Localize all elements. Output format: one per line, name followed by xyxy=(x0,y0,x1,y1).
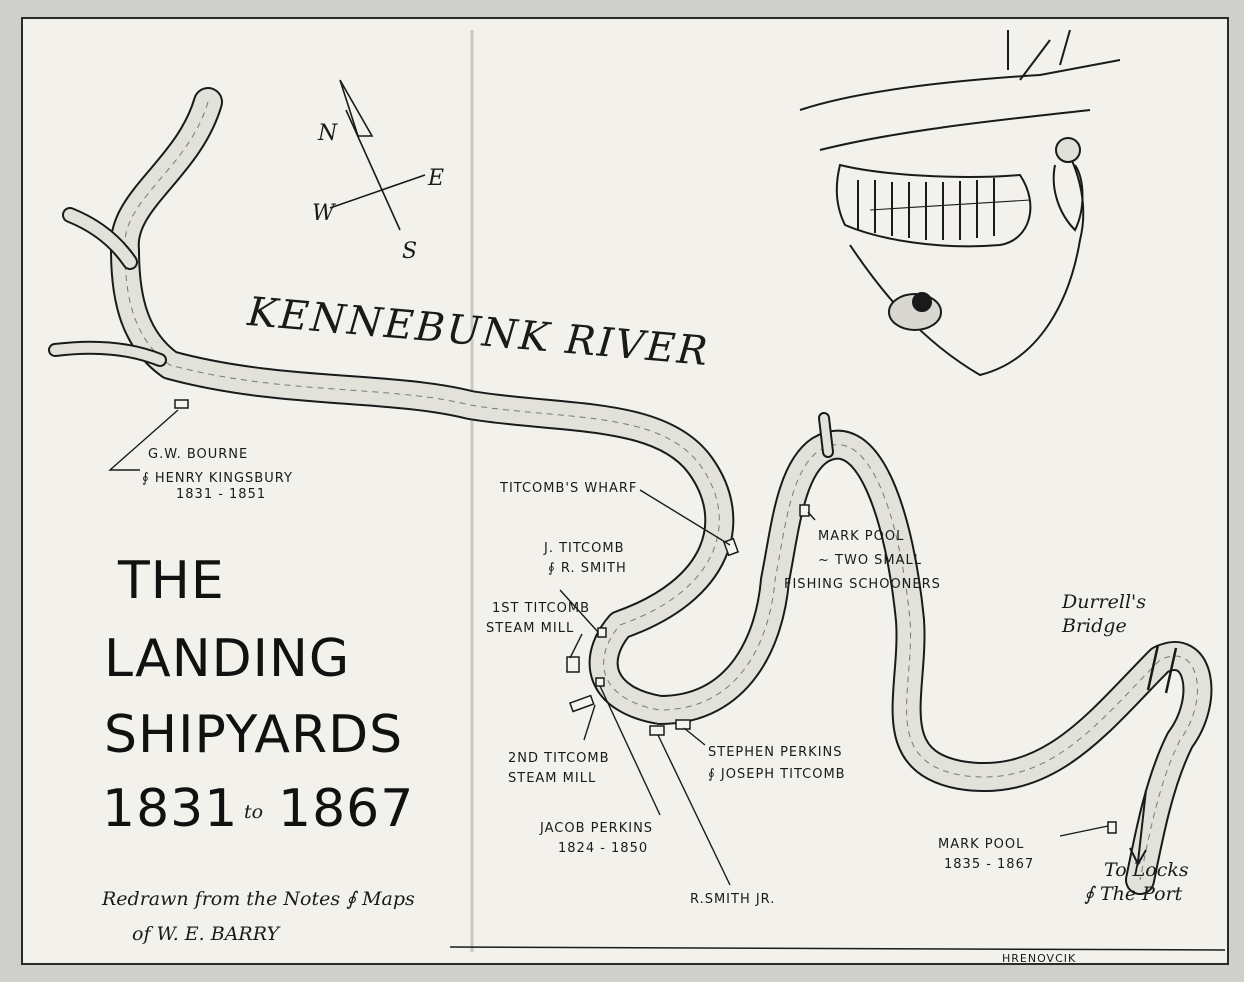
label-mill1-2: STEAM MILL xyxy=(486,621,574,636)
yard-mill1 xyxy=(566,656,580,673)
label-mill1-1: 1ST TITCOMB xyxy=(492,601,590,616)
label-bourne-3: 1831 - 1851 xyxy=(176,487,266,502)
label-mark-pool-1-2: ~ TWO SMALL xyxy=(818,553,922,568)
map-title: THE LANDING SHIPYARDS 1831 to 1867 xyxy=(102,551,414,839)
flow-arrow xyxy=(1129,789,1147,867)
yard-bourne xyxy=(174,399,189,409)
artist-signature: HRENOVCIK xyxy=(1002,952,1076,965)
label-bourne-1: G.W. BOURNE xyxy=(148,447,248,462)
label-bourne-2: ∮ HENRY KINGSBURY xyxy=(142,471,293,486)
label-jacob-perkins-2: 1824 - 1850 xyxy=(558,841,648,856)
shipyard-markers xyxy=(174,399,1117,834)
compass-w: W xyxy=(312,201,337,226)
yard-j-titcomb xyxy=(597,627,607,638)
label-mark-pool-1-3: FISHING SCHOONERS xyxy=(784,577,941,592)
label-perkins-titcomb-2: ∮ JOSEPH TITCOMB xyxy=(708,767,846,782)
river xyxy=(48,87,1213,895)
title-year-end: 1867 xyxy=(278,779,414,839)
ship-bow-illustration xyxy=(799,29,1121,377)
leader-lines xyxy=(108,409,1109,886)
compass-e: E xyxy=(427,166,444,191)
label-durrell-1: Durrell's xyxy=(1061,591,1146,613)
bottom-rule xyxy=(449,946,1226,951)
label-to-locks-1: To Locks xyxy=(1104,859,1189,881)
yard-mill2 xyxy=(568,694,595,713)
yard-mark-pool-2 xyxy=(1107,821,1117,834)
compass: N E S W xyxy=(312,79,444,264)
label-mill2-2: STEAM MILL xyxy=(508,771,596,786)
label-mark-pool-1-1: MARK POOL xyxy=(818,529,904,544)
durrells-bridge xyxy=(1146,644,1178,694)
credit-line-2: of W. E. BARRY xyxy=(132,923,281,945)
yard-jacob-perkins xyxy=(595,677,605,687)
title-line-3: SHIPYARDS xyxy=(104,705,403,765)
label-perkins-titcomb-1: STEPHEN PERKINS xyxy=(708,745,843,760)
yard-r-smith-jr xyxy=(649,725,665,736)
label-j-titcomb-2: ∮ R. SMITH xyxy=(548,561,627,576)
compass-n: N xyxy=(317,121,338,146)
label-r-smith-jr: R.SMITH JR. xyxy=(690,892,775,907)
label-jacob-perkins-1: JACOB PERKINS xyxy=(539,821,653,836)
title-line-1: THE xyxy=(117,551,225,611)
label-mark-pool-2-2: 1835 - 1867 xyxy=(944,857,1034,872)
label-mark-pool-2-1: MARK POOL xyxy=(938,837,1024,852)
page-paper xyxy=(21,17,1229,965)
label-j-titcomb-1: J. TITCOMB xyxy=(543,541,625,556)
label-mill2-1: 2ND TITCOMB xyxy=(508,751,610,766)
yard-perkins-titcomb xyxy=(675,719,691,730)
compass-s: S xyxy=(402,239,417,264)
title-year-start: 1831 xyxy=(102,779,238,839)
title-to: to xyxy=(244,801,263,823)
label-to-locks-2: ∮ The Port xyxy=(1084,883,1183,905)
yard-mark-pool-1 xyxy=(799,504,810,517)
label-titcomb-wharf: TITCOMB'S WHARF xyxy=(499,481,637,496)
title-line-2: LANDING xyxy=(104,629,350,689)
label-durrell-2: Bridge xyxy=(1061,615,1127,637)
credit-line-1: Redrawn from the Notes ∮ Maps xyxy=(101,888,415,910)
